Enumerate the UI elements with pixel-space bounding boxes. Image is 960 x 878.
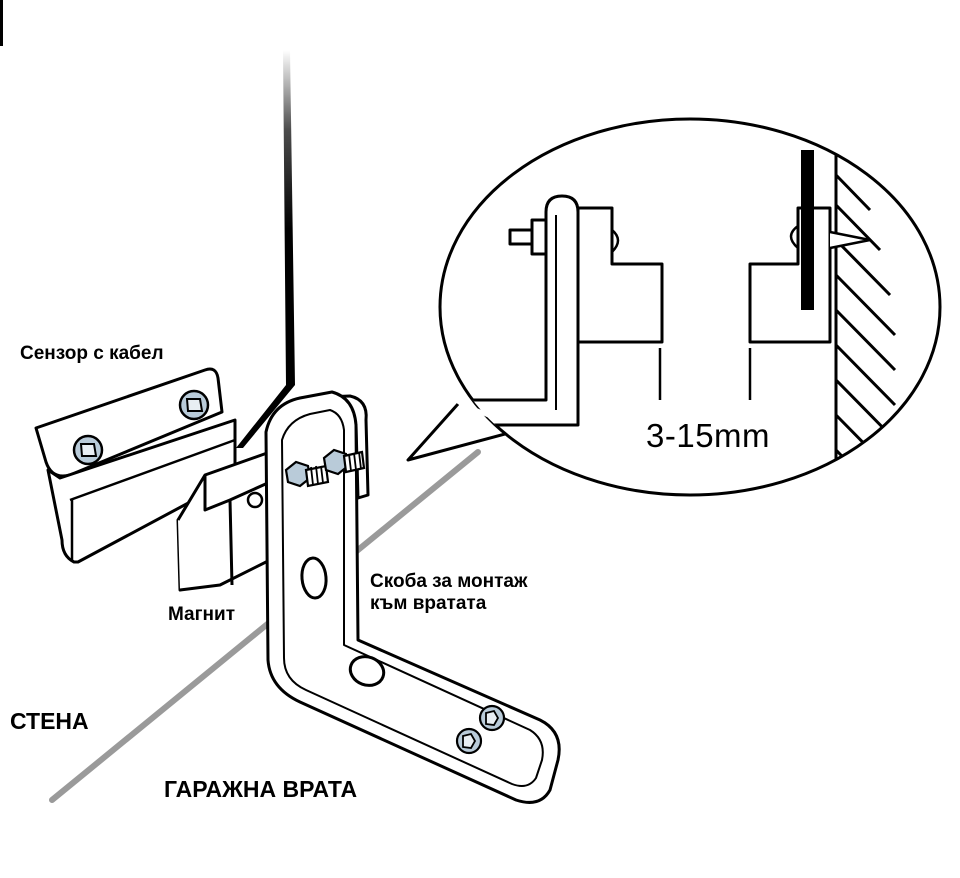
- magnet-block: [176, 450, 272, 592]
- sensor-cable: [236, 50, 295, 448]
- bracket-bolt-upper-left: [284, 460, 330, 488]
- garage-door-label: ГАРАЖНА ВРАТА: [164, 776, 358, 802]
- detail-magnet: [576, 206, 664, 400]
- detail-cable: [801, 150, 814, 310]
- gap-range-label: 3-15mm: [646, 417, 771, 454]
- detail-bracket-section: [460, 194, 580, 427]
- magnet-label: Магнит: [168, 604, 236, 625]
- sensor-label: Сензор с кабел: [20, 343, 164, 364]
- bracket-bolt-upper-right: [322, 448, 366, 476]
- door-edge-line: [49, 449, 481, 803]
- bracket-screw-lower-1: [478, 704, 506, 732]
- bracket-screw-lower-2: [455, 727, 483, 755]
- sensor-screw-left: [72, 434, 104, 466]
- corner-mark: [0, 0, 3, 46]
- door-bracket-label-line1: Скоба за монтаж: [370, 571, 528, 592]
- sensor-screw-right: [178, 389, 210, 421]
- door-bracket-label: Скоба за монтаж към вратата: [370, 571, 527, 615]
- door-bracket: [264, 390, 561, 804]
- wall-label: СТЕНА: [10, 708, 89, 734]
- door-bracket-label-line2: към вратата: [370, 592, 487, 614]
